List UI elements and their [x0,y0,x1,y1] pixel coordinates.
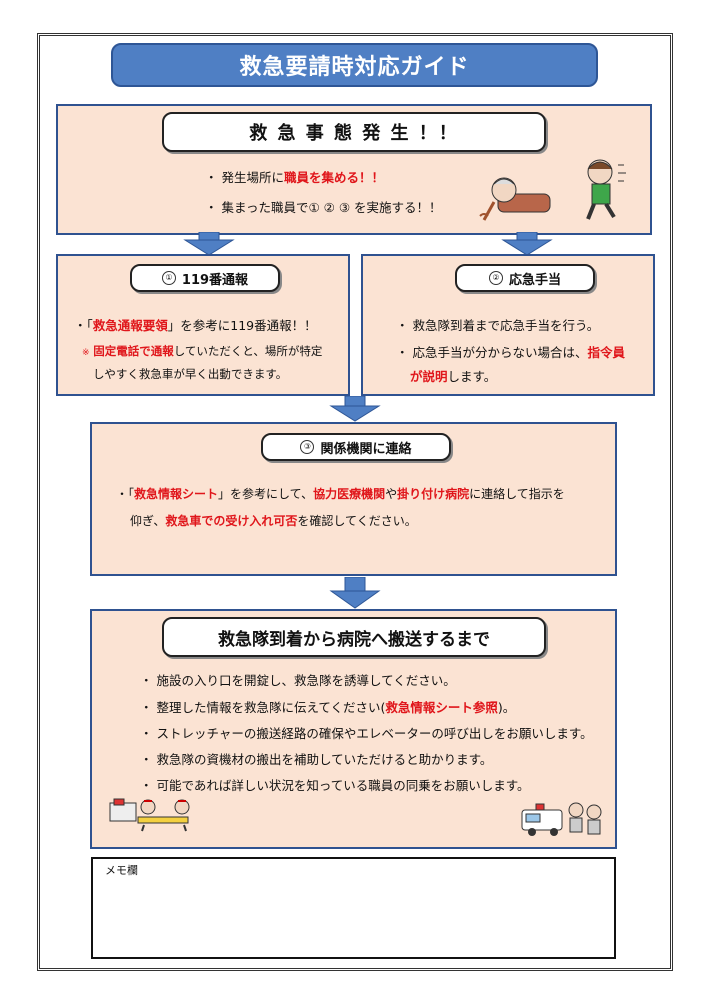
step-number-2: ② [488,271,503,285]
call-119-note-line2: しやすく救急車が早く出動できます。 [93,367,288,381]
first-aid-line1: ・ 救急隊到着まで応急手当を行う。 [396,318,600,333]
page-title: 救急要請時対応ガイド [111,43,598,87]
contact-line1: ・「救急情報シート」を参考にして、協力医療機関や掛り付け病院に連絡して指示を [116,487,565,501]
first-aid-line3: が説明します。 [410,369,497,384]
call-119-line1: ・「救急通報要領」を参考に119番通報！！ [74,318,317,333]
contact-heading: ③ 関係機関に連絡 [261,433,451,461]
transport-item-1: ・ 施設の入り口を開錠し、救急隊を誘導してください。 [140,673,456,688]
arrow-to-119 [183,232,235,256]
contact-line2: 仰ぎ、救急車での受け入れ可否を確認してください。 [130,514,417,528]
contact-title: 関係機関に連絡 [320,441,412,457]
first-aid-line2: ・ 応急手当が分からない場合は、指令員 [396,345,625,360]
transport-item-4: ・ 救急隊の資機材の搬出を補助していただけると助かります。 [140,752,493,767]
stretcher-crew-icon [109,798,190,832]
transport-item-2: ・ 整理した情報を救急隊に伝えてください(救急情報シート参照)。 [140,700,516,715]
gather-staff-text: ・ 発生場所に職員を集める！！ [205,170,384,185]
first-aid-heading: ② 応急手当 [455,264,595,292]
call-119-title: 119番通報 [181,272,249,288]
step-number-1: ① [161,271,176,285]
call-119-heading: ① 119番通報 [130,264,280,292]
bullet1-emphasis: 職員を集める！！ [283,170,384,185]
call-119-note: ※ 固定電話で通報していただくと、場所が特定 [82,344,323,358]
emergency-heading: 救 急 事 態 発 生 ！！ [162,112,546,152]
transport-heading: 救急隊到着から病院へ搬送するまで [162,617,546,657]
page-border [37,33,673,971]
perform-steps-text: ・ 集まった職員で① ② ③ を実施する！！ [205,200,442,215]
fallen-elderly-person-icon [479,177,551,221]
transport-item-5: ・ 可能であれば詳しい状況を知っている職員の同乗をお願いします。 [140,778,530,793]
first-aid-title: 応急手当 [508,272,561,288]
arrow-to-transport [329,577,381,609]
running-staff-icon [586,159,626,220]
arrow-to-firstaid [501,232,553,256]
arrow-to-contact [329,396,381,422]
bullet1-text: ・ 発生場所に [205,170,284,185]
ambulance-crew-icon [521,802,602,836]
step-number-3: ③ [300,440,315,454]
transport-item-3: ・ ストレッチャーの搬送経路の確保やエレベーターの呼び出しをお願いします。 [140,726,593,741]
memo-box[interactable]: メモ欄 [91,857,616,959]
memo-label: メモ欄 [105,864,138,877]
